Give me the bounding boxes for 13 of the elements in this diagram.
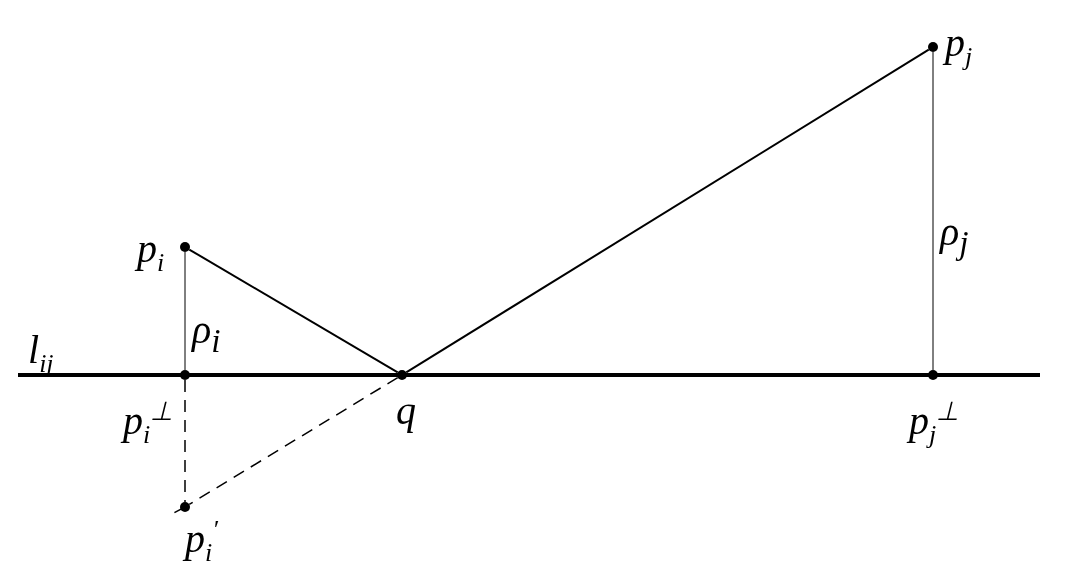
point-dot bbox=[180, 370, 190, 380]
point-dot bbox=[180, 502, 190, 512]
point-label: q bbox=[396, 391, 416, 431]
line-segment bbox=[932, 51, 934, 371]
line-segment bbox=[405, 48, 930, 374]
point-dot bbox=[180, 242, 190, 252]
line-segment bbox=[188, 248, 399, 374]
point-dot bbox=[928, 42, 938, 52]
dashed-line bbox=[188, 376, 399, 506]
point-dot bbox=[928, 370, 938, 380]
dashed-line bbox=[184, 379, 186, 503]
line-segment bbox=[184, 251, 186, 371]
point-dot bbox=[397, 370, 407, 380]
